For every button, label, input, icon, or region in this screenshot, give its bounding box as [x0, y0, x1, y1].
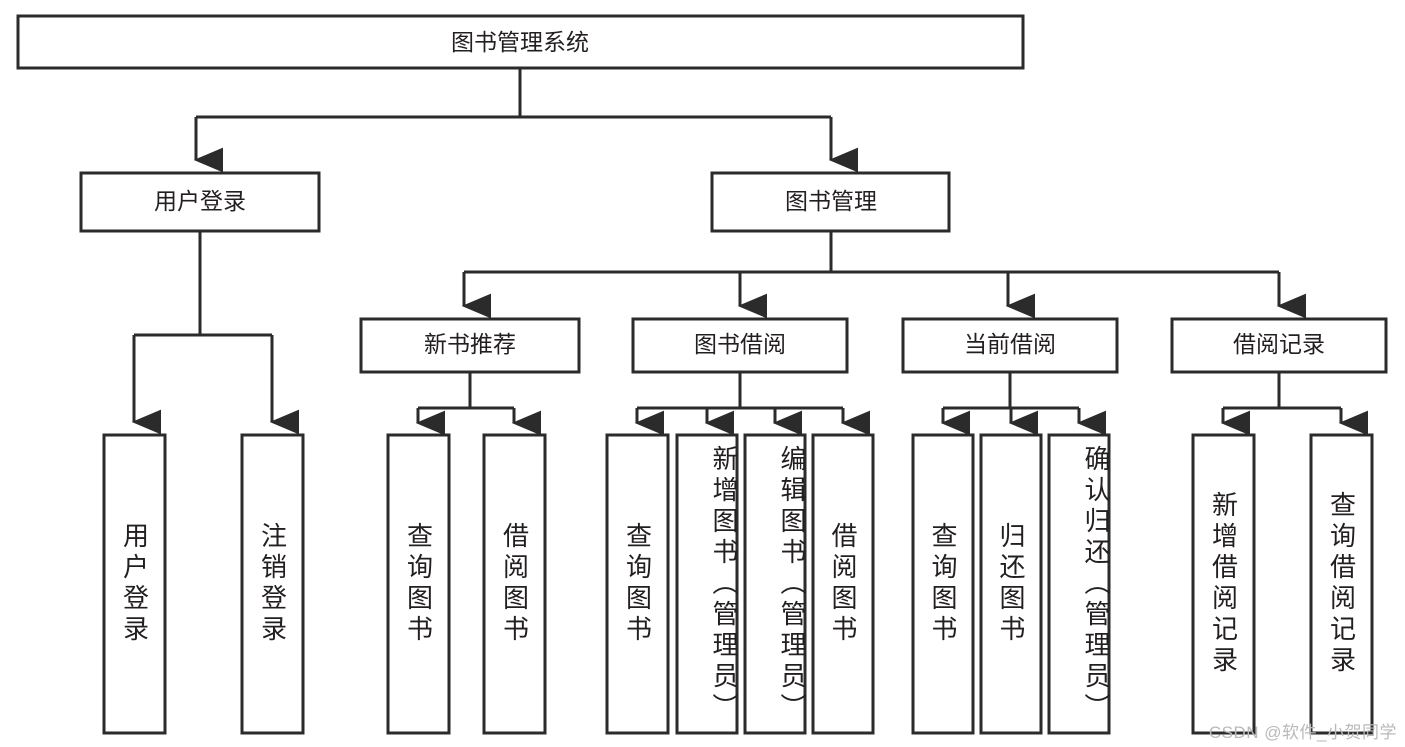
node-book-borrow[interactable]: 图书借阅 [631, 317, 849, 374]
leaf-box [911, 433, 975, 735]
node-borrow-record-label: 借阅记录 [1233, 331, 1325, 357]
leaf-box [482, 433, 547, 735]
node-book-borrow-label: 图书借阅 [694, 331, 786, 357]
leaf-box [240, 433, 305, 735]
leaf-box [1309, 433, 1374, 735]
leaf-box [675, 433, 739, 735]
leaf-box [1191, 433, 1256, 735]
node-user-login[interactable]: 用户登录 [79, 171, 321, 233]
leaf-box [102, 433, 167, 735]
leaf-box [979, 433, 1043, 735]
watermark-text: CSDN @软件_小贺同学 [1208, 723, 1397, 742]
node-current-borrow[interactable]: 当前借阅 [901, 317, 1119, 374]
node-new-book-recommend[interactable]: 新书推荐 [359, 317, 581, 374]
leaf-box [386, 433, 451, 735]
node-root-label: 图书管理系统 [451, 29, 589, 55]
leaf-boxes[interactable] [102, 433, 1374, 735]
leaf-box [605, 433, 670, 735]
leaf-box [743, 433, 807, 735]
leaf-box [811, 433, 875, 735]
node-borrow-record[interactable]: 借阅记录 [1170, 317, 1388, 374]
node-root[interactable]: 图书管理系统 [16, 14, 1025, 70]
node-book-management-label: 图书管理 [785, 188, 877, 214]
leaf-box [1047, 433, 1111, 735]
node-user-login-label: 用户登录 [154, 188, 246, 214]
connector-lines [131, 68, 1368, 436]
node-book-management[interactable]: 图书管理 [710, 171, 951, 233]
node-new-book-recommend-label: 新书推荐 [424, 331, 516, 357]
node-current-borrow-label: 当前借阅 [964, 331, 1056, 357]
